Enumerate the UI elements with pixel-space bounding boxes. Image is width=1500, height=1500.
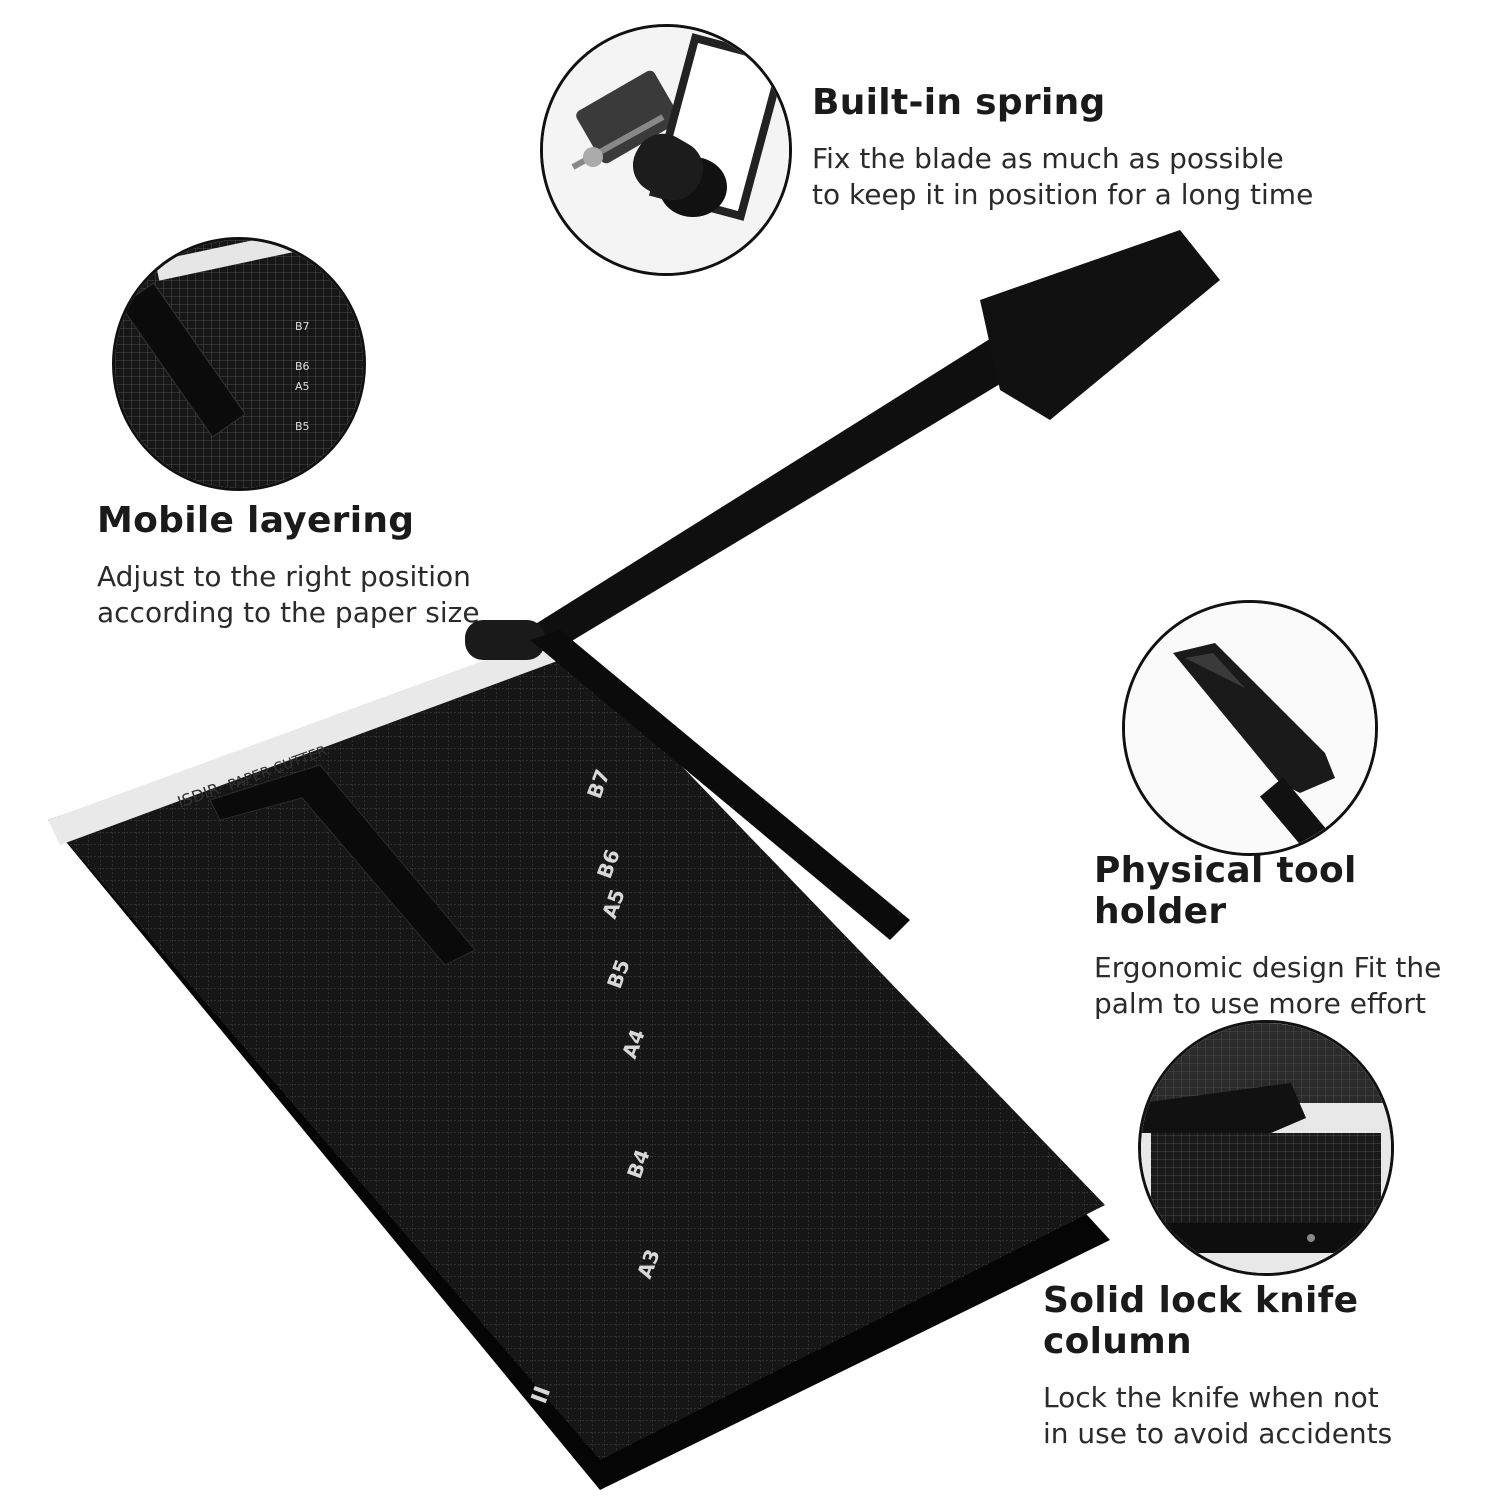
handle-closeup-icon (1125, 603, 1375, 853)
feature-layering: Mobile layering Adjust to the right posi… (97, 500, 480, 631)
cutter-arm (510, 320, 1040, 660)
lock-detail-image (1138, 1020, 1394, 1276)
feature-spring-line2: to keep it in position for a long time (812, 178, 1314, 211)
size-mark: II (527, 1383, 556, 1407)
feature-spring-title: Built-in spring (812, 82, 1106, 123)
cutter-ruler (48, 640, 560, 845)
feature-lock: Solid lock knife column Lock the knife w… (1043, 1280, 1500, 1452)
cutter-handle (980, 230, 1220, 420)
paper-cutter-image: ISDIR PAPER CUTTER B7 B6 A5 B5 A4 B4 A3 … (40, 220, 1240, 1500)
svg-text:A5: A5 (295, 380, 310, 393)
svg-text:B6: B6 (295, 360, 310, 373)
paper-guide (209, 764, 476, 966)
feature-layering-title: Mobile layering (97, 500, 415, 541)
feature-lock-title: Solid lock knife column (1043, 1280, 1359, 1362)
feature-holder-desc: Ergonomic design Fit the palm to use mor… (1094, 950, 1500, 1022)
spring-closeup-icon (543, 27, 789, 273)
feature-layering-desc: Adjust to the right position according t… (97, 559, 480, 631)
feature-lock-desc: Lock the knife when not in use to avoid … (1043, 1380, 1500, 1452)
feature-spring-line1: Fix the blade as much as possible (812, 142, 1284, 175)
holder-detail-image (1122, 600, 1378, 856)
spring-detail-image (540, 24, 792, 276)
svg-text:B5: B5 (295, 420, 310, 433)
feature-spring-desc: Fix the blade as much as possible to kee… (812, 141, 1313, 213)
guide-closeup-icon: B7 B6 A5 B5 (115, 240, 363, 488)
paper-cutter-illustration: ISDIR PAPER CUTTER B7 B6 A5 B5 A4 B4 A3 … (48, 230, 1220, 1490)
feature-holder-line1: Ergonomic design Fit the (1094, 951, 1442, 984)
feature-lock-line2: in use to avoid accidents (1043, 1417, 1393, 1450)
lock-closeup-icon (1141, 1023, 1391, 1273)
feature-spring: Built-in spring Fix the blade as much as… (812, 82, 1313, 213)
feature-lock-line1: Lock the knife when not (1043, 1381, 1379, 1414)
feature-layering-line1: Adjust to the right position (97, 560, 471, 593)
feature-holder-line2: palm to use more effort (1094, 987, 1426, 1020)
svg-text:B7: B7 (295, 320, 310, 333)
feature-layering-line2: according to the paper size (97, 596, 480, 629)
feature-holder-title: Physical tool holder (1094, 850, 1357, 932)
layering-detail-image: B7 B6 A5 B5 (112, 237, 366, 491)
feature-holder: Physical tool holder Ergonomic design Fi… (1094, 850, 1500, 1022)
